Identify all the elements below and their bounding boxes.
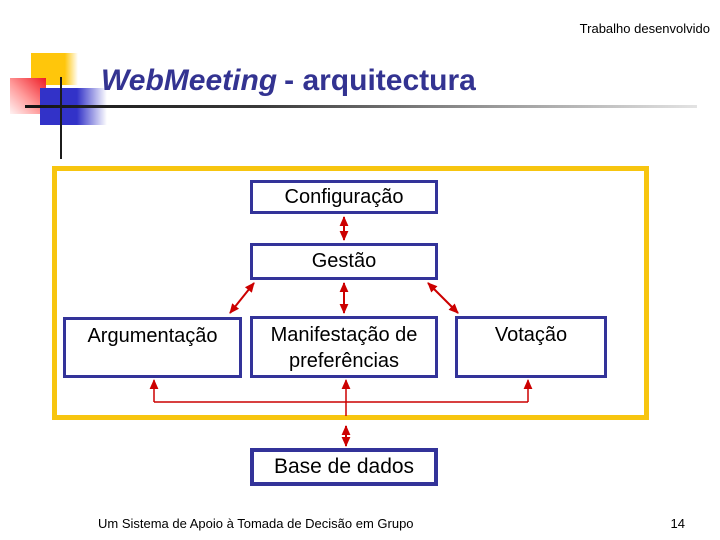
node-manifestacao: Manifestação de preferências [250, 316, 438, 378]
edge-gestao-votacao [427, 282, 459, 314]
page-number: 14 [670, 516, 685, 531]
node-gestao-label: Gestão [311, 250, 377, 272]
node-configuracao-label: Configuração [284, 185, 404, 208]
title-product-name: WebMeeting [101, 64, 278, 97]
watermark-text: Trabalho desenvolvido [579, 21, 710, 36]
node-votacao-label: Votação [494, 324, 568, 346]
slide-title: WebMeeting- arquitectura [101, 64, 476, 97]
node-gestao: Gestão [250, 243, 438, 280]
node-base-de-dados-label: Base de dados [273, 455, 415, 478]
system-boundary-frame [52, 166, 649, 420]
node-votacao: Votação [455, 316, 607, 378]
footer-caption: Um Sistema de Apoio à Tomada de Decisão … [98, 516, 414, 531]
edge-gestao-argumentacao [229, 282, 255, 314]
node-base-de-dados: Base de dados [250, 448, 438, 486]
node-configuracao: Configuração [250, 180, 438, 214]
node-argumentacao: Argumentação [63, 317, 242, 378]
node-manifestacao-label: Manifestação de preferências [270, 324, 418, 372]
decor-vertical-line [60, 77, 62, 159]
title-underline-rule [25, 105, 697, 108]
title-suffix: - arquitectura [284, 64, 476, 97]
node-argumentacao-label: Argumentação [87, 325, 218, 347]
